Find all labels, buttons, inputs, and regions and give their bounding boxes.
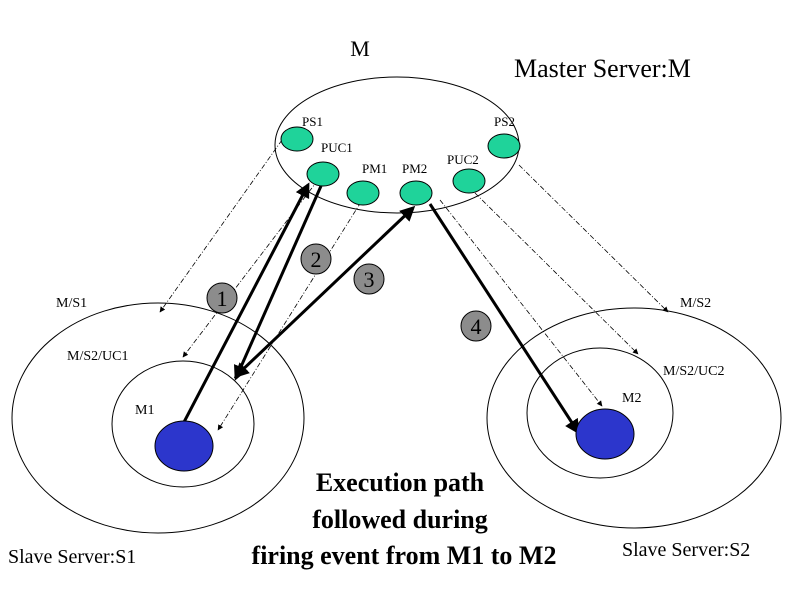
step-2-label: 2 <box>311 247 322 272</box>
path-arrow-1 <box>181 182 310 425</box>
step-1-circle <box>206 282 238 314</box>
ps2-to-s2-dashed-line <box>518 164 669 313</box>
slave-s2-inner-ellipse <box>526 347 674 479</box>
slave-s1-outer-label: M/S1 <box>56 296 87 311</box>
slave-s2-title: Slave Server:S2 <box>622 539 750 561</box>
path-arrow-2 <box>233 185 323 381</box>
node-m2 <box>575 408 635 460</box>
node-ps2 <box>487 133 521 159</box>
pm2-to-m2-dashed-line <box>439 199 603 407</box>
node-pm1 <box>346 180 380 206</box>
slave-s2-inner-label: M/S2/UC2 <box>663 364 724 379</box>
slave-s1-inner-ellipse <box>111 360 255 488</box>
node-pm1-label: PM1 <box>362 161 387 176</box>
node-m1 <box>154 420 214 472</box>
puc2-to-s2-inner-dashed-line <box>474 192 639 355</box>
node-puc1 <box>306 161 340 187</box>
slave-s2-outer-label: M/S2 <box>680 296 711 311</box>
node-m1-label: M1 <box>135 403 154 418</box>
master-server-ellipse <box>274 76 520 214</box>
node-pm2-label: PM2 <box>402 161 427 176</box>
node-ps1 <box>280 126 314 152</box>
step-4-label: 4 <box>471 314 482 339</box>
slave-s2-outer-ellipse <box>486 307 782 529</box>
slave-s1-title: Slave Server:S1 <box>8 546 136 568</box>
step-4-circle <box>460 310 492 342</box>
node-puc1-label: PUC1 <box>321 140 353 155</box>
node-puc2 <box>452 168 486 194</box>
node-ps2-label: PS2 <box>494 114 515 129</box>
caption-line-1: Execution path <box>316 468 485 497</box>
master-server-title: Master Server:M <box>514 54 691 83</box>
slave-s1-inner-label: M/S2/UC1 <box>67 349 128 364</box>
step-3-circle <box>353 263 385 295</box>
master-top-label: M <box>350 36 370 61</box>
node-m2-label: M2 <box>622 391 641 406</box>
caption-line-3: firing event from M1 to M2 <box>252 541 557 570</box>
step-3-label: 3 <box>364 267 375 292</box>
node-ps1-label: PS1 <box>302 114 323 129</box>
slave-s1-outer-ellipse <box>11 302 305 534</box>
path-arrow-3 <box>233 205 416 379</box>
node-pm2 <box>399 180 433 206</box>
step-2-circle <box>300 243 332 275</box>
caption-line-2: followed during <box>312 505 488 534</box>
path-arrow-4 <box>428 203 580 435</box>
step-1-label: 1 <box>217 286 228 311</box>
node-puc2-label: PUC2 <box>447 152 479 167</box>
